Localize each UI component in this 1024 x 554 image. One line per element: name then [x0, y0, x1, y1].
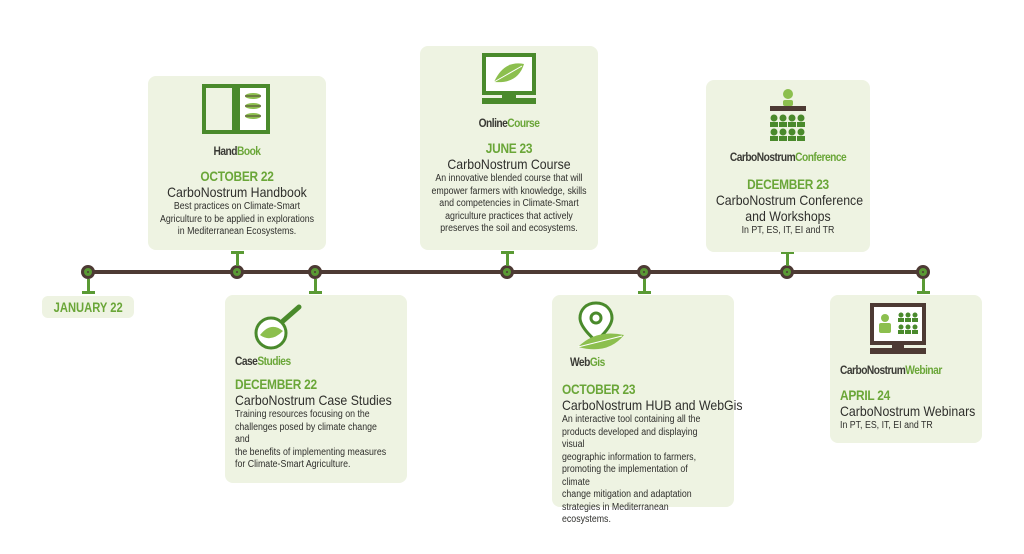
magnifier-leaf-icon	[247, 301, 407, 351]
handbook-body: Best practices on Climate-Smart Agricult…	[159, 201, 315, 237]
connector-oct23	[643, 279, 646, 293]
webinar-title: CarboNostrum Webinars	[840, 403, 976, 419]
connector-cap-oct22	[231, 251, 244, 254]
case-studies-title: CarboNostrum Case Studies	[235, 392, 392, 408]
timeline-node-oct23	[637, 265, 651, 279]
connector-dec23	[786, 252, 789, 266]
conference-body: In PT, ES, IT, EI and TR	[741, 225, 835, 236]
connector-cap-jan22	[82, 291, 95, 294]
online-course-body: An innovative blended course that will e…	[431, 173, 587, 234]
handbook-date: OCTOBER 22	[200, 168, 274, 184]
case-studies-body: Training resources focusing on the chall…	[235, 409, 387, 470]
timeline-node-dec22	[308, 265, 322, 279]
webinar-label: CarboNostrumWebinar	[840, 363, 942, 377]
webgis-card: WebGis OCTOBER 23 CarboNostrum HUB and W…	[552, 295, 743, 525]
webgis-label: WebGis	[570, 355, 605, 369]
monitor-leaf-icon	[420, 52, 598, 108]
connector-cap-dec22	[309, 291, 322, 294]
handbook-card: HandBook OCTOBER 22 CarboNostrum Handboo…	[148, 76, 326, 250]
connector-jan22	[87, 279, 90, 293]
conference-title: CarboNostrum Conference	[715, 192, 864, 208]
webgis-body: An interactive tool containing all the p…	[562, 414, 701, 525]
webgis-date: OCTOBER 23	[562, 381, 636, 397]
connector-apr24	[922, 279, 925, 293]
timeline-node-jun23	[500, 265, 514, 279]
connector-oct22	[236, 252, 239, 266]
conference-card: CarboNostrumConference DECEMBER 23 Carbo…	[706, 80, 870, 252]
webinar-body: In PT, ES, IT, EI and TR	[840, 420, 933, 431]
webinar-date: APRIL 24	[840, 387, 890, 403]
connector-dec22	[314, 279, 317, 293]
handbook-label: HandBook	[213, 144, 261, 158]
connector-cap-oct23	[638, 291, 651, 294]
conference-label: CarboNostrumConference	[729, 150, 847, 164]
webgis-title: CarboNostrum HUB and WebGis	[562, 397, 743, 413]
audience-icon	[706, 88, 870, 144]
timeline-node-oct22	[230, 265, 244, 279]
connector-jun23	[506, 252, 509, 266]
timeline-node-apr24	[916, 265, 930, 279]
timeline-node-jan22	[81, 265, 95, 279]
map-pin-leaf-icon	[572, 301, 734, 355]
timeline-node-dec23	[780, 265, 794, 279]
timeline-start-label: JANUARY 22	[42, 296, 134, 318]
case-studies-date: DECEMBER 22	[235, 376, 317, 392]
webinar-card: CarboNostrumWebinar APRIL 24 CarboNostru…	[830, 295, 982, 443]
connector-cap-apr24	[917, 291, 930, 294]
online-course-card: OnlineCourse JUNE 23 CarboNostrum Course…	[420, 46, 598, 250]
case-studies-card: CaseStudies DECEMBER 22 CarboNostrum Cas…	[225, 295, 407, 483]
connector-cap-jun23	[501, 251, 514, 254]
open-book-icon	[148, 82, 326, 138]
webinar-screen-icon	[868, 301, 982, 357]
connector-cap-dec23	[781, 251, 794, 254]
online-course-label: OnlineCourse	[478, 116, 540, 130]
conference-title-line2: and Workshops	[745, 208, 831, 224]
conference-date: DECEMBER 23	[747, 176, 829, 192]
handbook-title: CarboNostrum Handbook	[167, 184, 307, 200]
online-course-title: CarboNostrum Course	[447, 156, 571, 172]
online-course-date: JUNE 23	[485, 140, 533, 156]
case-studies-label: CaseStudies	[235, 354, 291, 368]
